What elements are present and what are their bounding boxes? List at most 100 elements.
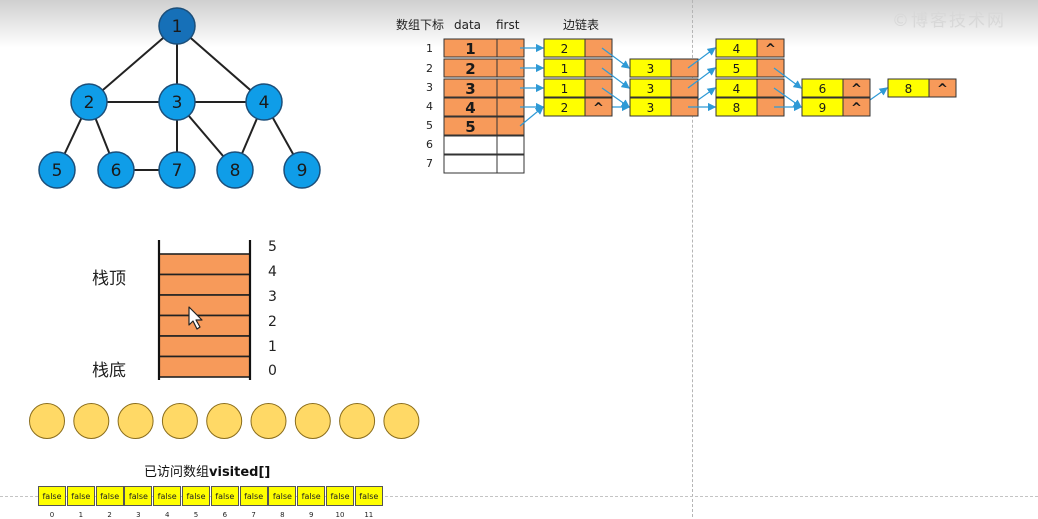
edge-node-next: [756, 78, 785, 98]
stack-cell: [158, 294, 251, 317]
first-pointer-cell: [496, 58, 525, 78]
visited-cell: false: [326, 486, 354, 506]
visited-index: 6: [222, 511, 228, 519]
edge-node-next: [670, 78, 699, 98]
edge-node-next: [842, 97, 871, 117]
graph-vertex: [158, 7, 196, 45]
edge-node-next: [670, 58, 699, 78]
edge-node-label: 8: [905, 82, 913, 96]
edge-node-next: [928, 78, 957, 98]
visited-cell: false: [268, 486, 297, 506]
first-pointer-cell: [496, 78, 525, 98]
queue-circle: [117, 403, 154, 439]
visited-array-title: 已访问数组visited[]: [144, 465, 271, 480]
stack-level: 4: [268, 264, 277, 280]
edge-node-label: 9: [819, 101, 827, 115]
first-pointer-cell: [496, 97, 525, 117]
graph-vertex: [97, 151, 135, 189]
visited-index: 4: [164, 511, 170, 519]
visited-cell: false: [124, 486, 153, 506]
edge-node-label: 1: [561, 62, 569, 76]
queue-circles: [29, 403, 420, 439]
vertex-label: 6: [111, 161, 122, 181]
horizontal-guide-line: [0, 496, 1038, 497]
queue-circle: [161, 403, 198, 439]
edge-node-label: 4: [733, 42, 741, 56]
null-marker: ^: [765, 42, 776, 57]
edge-node-label: 5: [733, 62, 741, 76]
first-pointer-cell: [496, 135, 525, 155]
row-index: 4: [426, 100, 433, 113]
row-index: 7: [426, 157, 433, 170]
vertex-data-cell: [443, 135, 498, 155]
visited-index: 8: [280, 511, 285, 519]
edge-node-next: [756, 58, 785, 78]
visited-cell: false: [95, 486, 124, 506]
visited-cell: false: [297, 486, 326, 506]
edge-node-next: [584, 78, 613, 98]
queue-circle: [73, 403, 110, 439]
link-arrow: [687, 47, 716, 69]
row-index: 6: [426, 138, 433, 151]
mouse-cursor-icon: [188, 306, 203, 330]
graph-vertex: [158, 83, 196, 121]
vertex-label: 9: [297, 161, 308, 181]
visited-index: 1: [78, 511, 84, 519]
null-marker: ^: [851, 101, 862, 116]
graph-vertex: [158, 151, 196, 189]
stack-cell: [158, 335, 251, 358]
stack-level: 0: [268, 363, 277, 379]
graph-edge: [88, 25, 178, 103]
stack-level: 1: [268, 339, 277, 355]
row-index: 5: [426, 119, 433, 132]
visited-index: 5: [193, 511, 199, 519]
visited-cell: false: [239, 486, 268, 506]
edge-node-next: [584, 97, 613, 117]
visited-index: 10: [335, 511, 345, 519]
first-pointer-cell: [496, 116, 525, 136]
queue-circle: [250, 403, 287, 439]
first-pointer-cell: [496, 154, 525, 174]
link-arrow: [601, 47, 630, 69]
visited-index: 0: [49, 511, 55, 519]
null-marker: ^: [937, 82, 948, 97]
queue-circle: [206, 403, 243, 439]
vertex-data-cell: [443, 154, 498, 174]
queue-circle: [294, 403, 331, 439]
edge-node-label: 2: [561, 101, 569, 115]
vertex-label: 4: [259, 93, 270, 113]
header-data: data: [454, 18, 482, 32]
stack-level: 3: [268, 289, 277, 305]
stack-cell: [158, 273, 251, 296]
vertex-label: 7: [172, 161, 183, 181]
vertex-label: 8: [230, 161, 241, 181]
header-first: first: [496, 18, 520, 32]
visited-cell: false: [182, 486, 210, 506]
edge-node-next: [584, 38, 613, 58]
edge-node-label: 8: [733, 101, 741, 115]
vertical-guide-line: [692, 0, 693, 517]
graph-vertex: [216, 151, 254, 189]
graph-vertex: [245, 83, 283, 121]
stack-cell: [158, 253, 251, 276]
graph-vertex: [70, 83, 108, 121]
vertex-data-value: 3: [465, 80, 475, 98]
edge-node-label: 1: [561, 82, 569, 96]
vertex-data-value: 4: [465, 99, 475, 117]
graph-edge: [176, 25, 265, 103]
stack-cell: [158, 314, 251, 337]
visited-index: 11: [364, 511, 374, 519]
row-index: 3: [426, 81, 433, 94]
visited-cell: false: [210, 486, 239, 506]
link-arrow: [519, 106, 544, 127]
watermark: ©博客技术网: [892, 11, 1006, 31]
stack-top-label: 栈顶: [92, 269, 126, 289]
graph-vertex: [283, 151, 321, 189]
graph-vertex: [38, 151, 76, 189]
visited-cell: false: [38, 486, 66, 506]
stack-level: 2: [268, 314, 277, 330]
vertex-data-value: 2: [465, 60, 475, 78]
